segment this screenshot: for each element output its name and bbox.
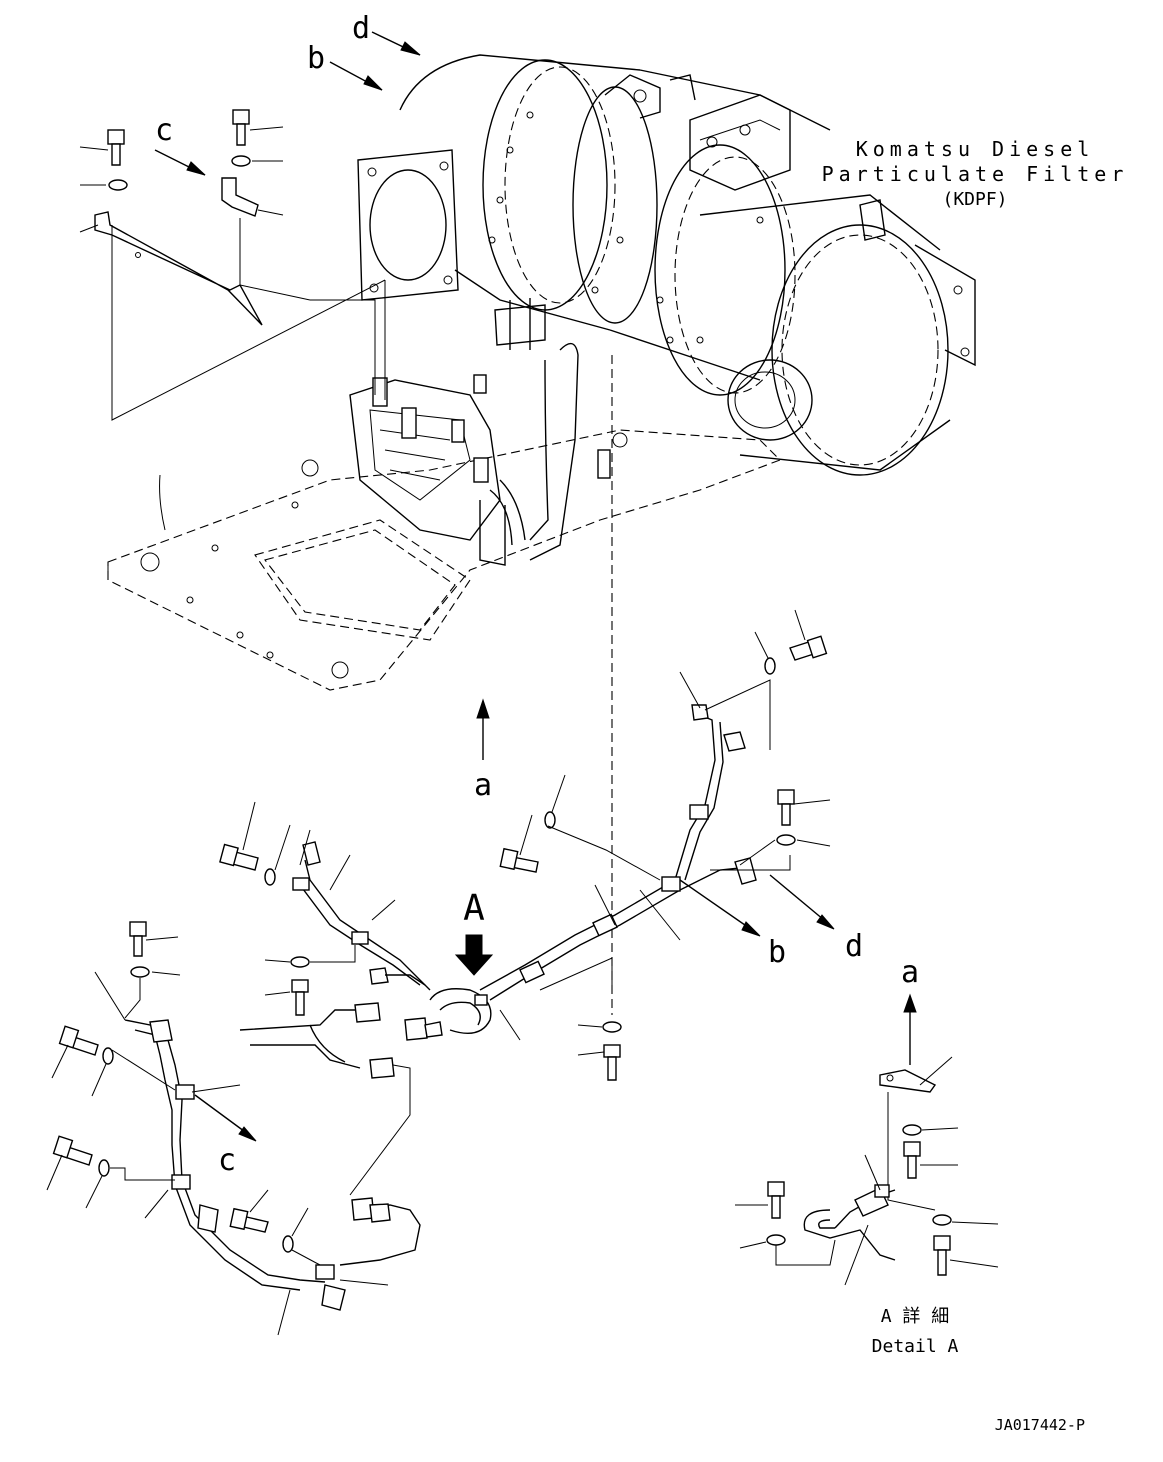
base-frame bbox=[107, 374, 781, 691]
kdpf-unit bbox=[357, 54, 976, 561]
view-letter-c-low: c bbox=[218, 1143, 236, 1178]
left-lower-harness bbox=[46, 921, 421, 1336]
view-letter-a-mid: a bbox=[474, 768, 492, 803]
title-line-3: (KDPF) bbox=[942, 189, 1007, 210]
view-letter-d-mid: d bbox=[845, 929, 863, 964]
view-letter-d-top: d bbox=[352, 11, 370, 46]
cover-plate-assembly bbox=[79, 109, 386, 421]
detail-a-label-en: Detail A bbox=[872, 1336, 959, 1357]
title-line-2: Particulate Filter bbox=[822, 162, 1129, 186]
detail-a-label-jp: A 詳 細 bbox=[881, 1306, 950, 1327]
view-letter-c-top: c bbox=[155, 113, 173, 148]
view-A-arrow-icon bbox=[454, 934, 494, 976]
fasteners bbox=[219, 609, 831, 1081]
kdpf-title: Komatsu Diesel Particulate Filter (KDPF) bbox=[822, 137, 1129, 210]
title-line-1: Komatsu Diesel bbox=[856, 137, 1095, 161]
view-arrows: d b c a b d c a A bbox=[154, 11, 919, 1178]
drawing-number: JA017442-P bbox=[995, 1416, 1085, 1434]
view-letter-b-top: b bbox=[307, 41, 325, 76]
view-letter-a-detail: a bbox=[901, 955, 919, 990]
view-letter-b-mid: b bbox=[768, 935, 786, 970]
main-harness bbox=[239, 704, 757, 1196]
detail-a-view: A 詳 細 Detail A bbox=[735, 1056, 999, 1357]
view-letter-A: A bbox=[463, 888, 485, 929]
